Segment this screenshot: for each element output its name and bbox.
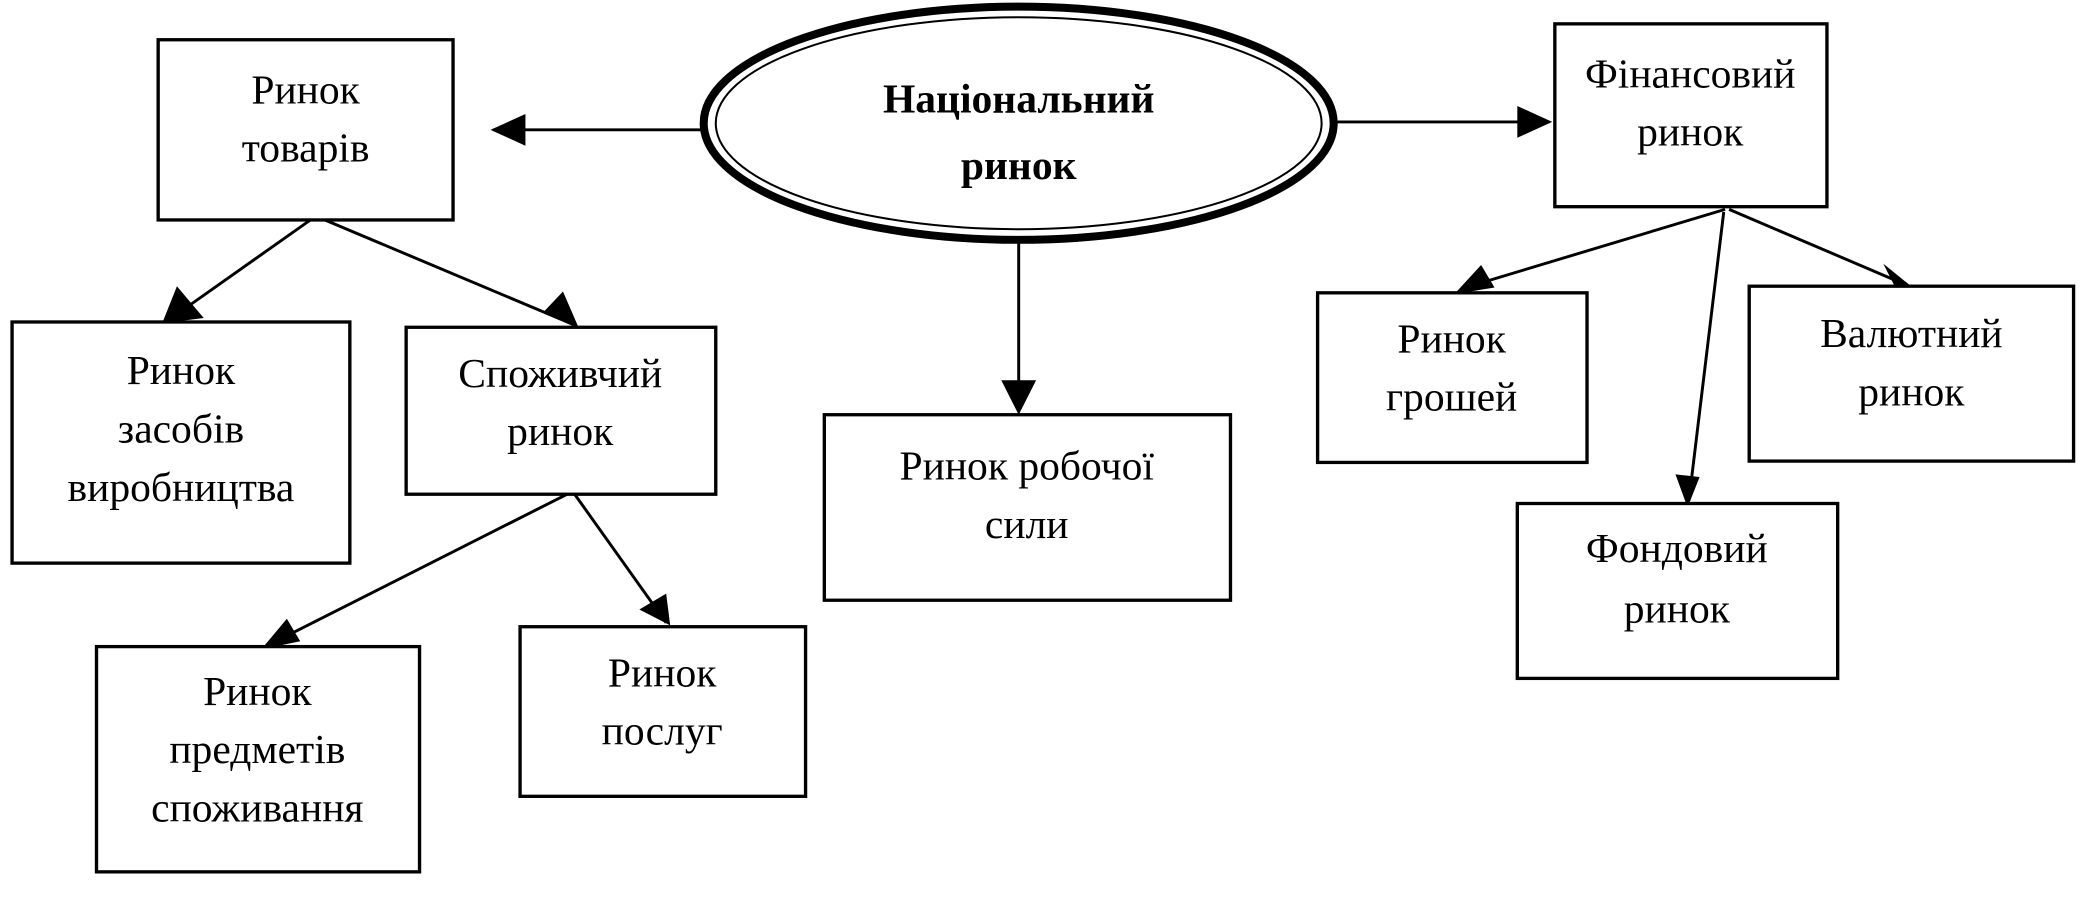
node-consumer-goods-market: Ринок предметів споживання (94, 644, 422, 874)
node-label: Ринок (203, 668, 312, 714)
arrowhead-labor (1001, 380, 1037, 415)
arrow-consumer-to-consumables (267, 491, 571, 647)
arrow-goods-to-consumer (321, 217, 575, 326)
node-label: Валютний (1820, 310, 2003, 356)
arrowhead-goods (490, 113, 526, 146)
arrow-goods-to-means (170, 217, 314, 320)
node-consumer-market: Споживчий ринок (404, 325, 718, 496)
node-label: ринок (1858, 369, 1965, 415)
node-label: споживання (151, 785, 363, 831)
node-label: товарів (242, 125, 370, 171)
node-labor-market: Ринок робочої сили (822, 413, 1233, 602)
arrowhead-consumables (261, 618, 301, 650)
node-label: ринок (1637, 109, 1744, 155)
node-national-market: Національний ринок (699, 2, 1338, 244)
node-currency-market: Валютний ринок (1747, 284, 2076, 463)
node-label: Ринок (1397, 316, 1506, 362)
node-label: ринок (961, 142, 1077, 188)
node-label: ринок (507, 408, 614, 454)
node-label: послуг (602, 708, 723, 754)
arrowhead-services (639, 593, 671, 626)
node-label: грошей (1386, 374, 1517, 420)
arrowhead-financial (1517, 106, 1553, 138)
node-label: Національний (883, 76, 1154, 122)
node-label: Фондовий (1586, 525, 1768, 571)
node-label: виробництва (68, 464, 295, 510)
node-label: Фінансовий (1585, 51, 1796, 97)
node-goods-market: Ринок товарів (156, 38, 455, 222)
arrowhead-means (162, 286, 204, 324)
arrow-consumer-to-services (572, 492, 668, 624)
node-label: сили (985, 501, 1069, 547)
node-stock-market: Фондовий ринок (1515, 501, 1840, 681)
arrow-financial-to-currency (1728, 208, 1907, 287)
arrow-financial-to-money (1460, 207, 1726, 291)
arrow-financial-to-stock (1687, 211, 1726, 502)
node-label: предметів (169, 726, 345, 772)
connectors (162, 106, 1913, 650)
node-label: Ринок робочої (900, 443, 1155, 489)
node-money-market: Ринок грошей (1315, 291, 1589, 465)
arrowhead-stock (1675, 474, 1700, 508)
node-label: Ринок (251, 67, 360, 113)
node-financial-market: Фінансовий ринок (1553, 22, 1829, 209)
arrowhead-money (1454, 265, 1495, 295)
node-services-market: Ринок послуг (518, 625, 808, 798)
node-label: Ринок (608, 650, 717, 696)
node-label: ринок (1624, 586, 1731, 632)
node-means-of-production-market: Ринок засобів виробництва (10, 320, 352, 565)
node-label: Споживчий (458, 350, 662, 396)
node-label: Ринок (127, 347, 236, 393)
arrowhead-consumer (542, 291, 580, 329)
node-label: засобів (118, 406, 244, 452)
